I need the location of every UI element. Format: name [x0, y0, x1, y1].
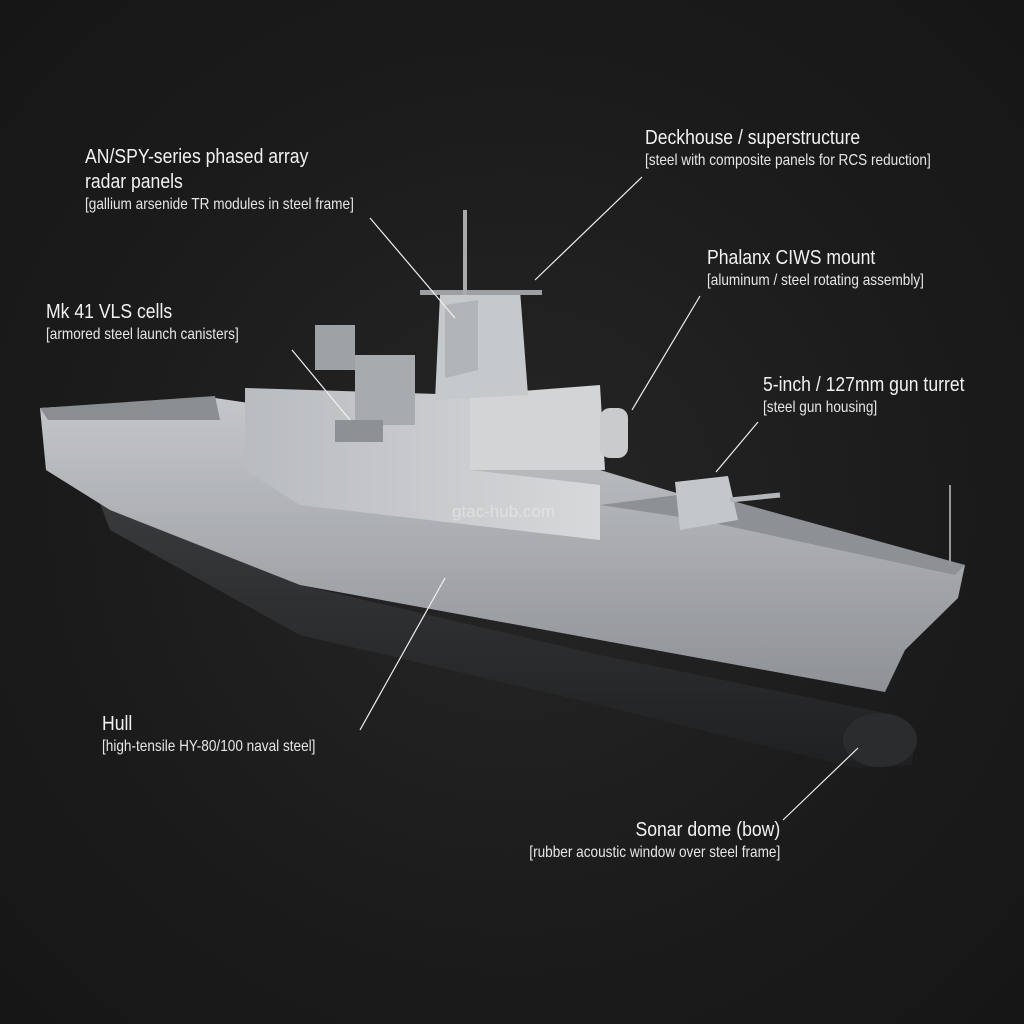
callout-deckhouse: Deckhouse / superstructure [steel with c…: [645, 126, 981, 171]
leader-line-gun: [715, 421, 759, 473]
sonar-dome: [843, 713, 917, 767]
callout-title: Phalanx CIWS mount: [707, 247, 876, 269]
callout-material: [aluminum / steel rotating assembly]: [707, 272, 924, 289]
callout-radar: AN/SPY-series phased array radar panels …: [85, 145, 401, 215]
forward-mast-block: [355, 355, 415, 425]
callout-title: Sonar dome (bow): [635, 819, 780, 841]
callout-material: [steel with composite panels for RCS red…: [645, 152, 931, 169]
superstructure-block: [245, 388, 600, 540]
callout-gun: 5-inch / 127mm gun turret [steel gun hou…: [763, 373, 992, 418]
callout-title-line2: radar panels: [85, 171, 183, 193]
leader-line-deckhouse: [534, 176, 643, 281]
leader-line-vls: [291, 349, 351, 421]
callout-material: [armored steel launch canisters]: [46, 326, 239, 343]
callout-title: AN/SPY-series phased array: [85, 146, 309, 168]
mast-yard: [420, 290, 542, 295]
leader-line-radar: [369, 217, 456, 319]
callout-ciws: Phalanx CIWS mount [aluminum / steel rot…: [707, 246, 962, 291]
callout-material: [rubber acoustic window over steel frame…: [529, 844, 780, 861]
flight-deck: [40, 396, 220, 420]
gun-turret: [675, 476, 738, 530]
callout-sonar: Sonar dome (bow) [rubber acoustic window…: [485, 818, 780, 863]
callout-hull: Hull [high-tensile HY-80/100 naval steel…: [102, 712, 353, 757]
callout-material: [high-tensile HY-80/100 naval steel]: [102, 738, 316, 755]
leader-line-sonar: [782, 747, 859, 821]
callout-title: Hull: [102, 713, 133, 735]
callout-material: [steel gun housing]: [763, 399, 878, 416]
vls-cells: [335, 420, 383, 442]
leader-line-hull: [359, 577, 446, 731]
aft-radar: [315, 325, 355, 370]
leader-line-ciws: [631, 295, 701, 411]
callout-material: [gallium arsenide TR modules in steel fr…: [85, 196, 354, 213]
callout-vls: Mk 41 VLS cells [armored steel launch ca…: [46, 300, 273, 345]
callout-title: Deckhouse / superstructure: [645, 127, 861, 149]
watermark: gtac-hub.com: [452, 502, 555, 521]
lower-hull: [95, 490, 915, 768]
radar-panel: [445, 300, 478, 378]
deckhouse: [470, 385, 605, 470]
callout-title: Mk 41 VLS cells: [46, 301, 173, 323]
callout-title: 5-inch / 127mm gun turret: [763, 374, 965, 396]
gun-barrel: [729, 492, 781, 503]
ciws-mount: [600, 408, 628, 458]
